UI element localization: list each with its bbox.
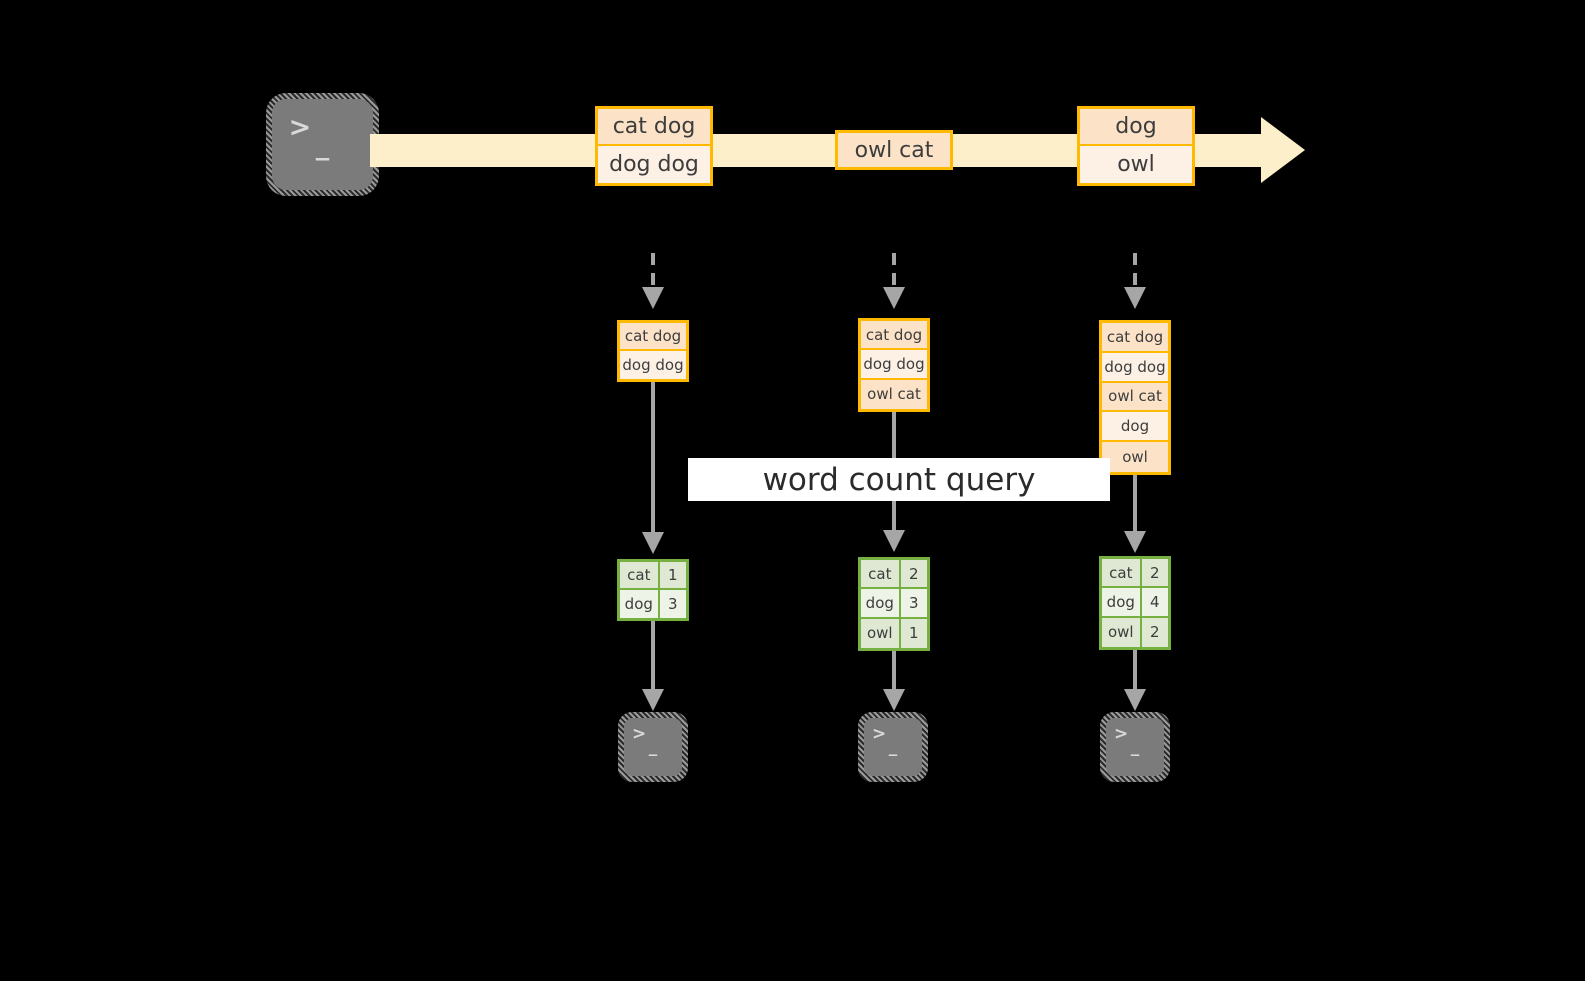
- snapshot-2-sink-line: [892, 651, 896, 691]
- terminal-underscore-icon: _: [1130, 736, 1140, 757]
- snapshot-1-sink-line: [651, 621, 655, 691]
- snapshot-3-accumulated-box: cat dog dog dog owl cat dog owl: [1099, 320, 1171, 475]
- table-row: owl 2: [1102, 617, 1168, 647]
- table-row: dog 4: [1102, 588, 1168, 618]
- input-stream-arrowhead: [1261, 117, 1305, 183]
- stream-batch-1: cat dog dog dog: [595, 106, 713, 186]
- snapshot-3-result-count-2: 4: [1141, 588, 1168, 616]
- stream-batch-3-line-2: owl: [1080, 146, 1192, 183]
- snapshot-3-accumulated-line-4: dog: [1102, 412, 1168, 443]
- snapshot-1-sink-arrowhead: [642, 689, 664, 711]
- snapshot-2-result-word-2: dog: [861, 589, 901, 617]
- snapshot-3-tap-arrowhead: [1124, 287, 1146, 309]
- snapshot-3-result-count-3: 2: [1141, 617, 1168, 647]
- snapshot-2-accumulated-line-1: cat dog: [861, 321, 927, 351]
- snapshot-2-result-table: cat 2 dog 3 owl 1: [858, 557, 930, 651]
- terminal-screen: [624, 718, 682, 776]
- terminal-screen: [272, 99, 373, 190]
- snapshot-1-result-count-2: 3: [659, 590, 686, 618]
- table-row: dog 3: [861, 589, 927, 619]
- terminal-screen: [1106, 718, 1164, 776]
- stream-batch-2: owl cat: [835, 130, 953, 170]
- snapshot-1-query-line: [651, 382, 655, 534]
- terminal-underscore-icon: _: [888, 736, 898, 757]
- snapshot-2-sink-arrowhead: [883, 689, 905, 711]
- snapshot-1-accumulated-line-2: dog dog: [620, 351, 686, 379]
- snapshot-3-query-line: [1133, 475, 1137, 533]
- snapshot-2-result-count-3: 1: [900, 618, 927, 648]
- terminal-underscore-icon: _: [315, 130, 330, 162]
- table-row: cat 2: [861, 560, 927, 590]
- snapshot-2-tap-arrowhead: [883, 287, 905, 309]
- stream-batch-3: dog owl: [1077, 106, 1195, 186]
- snapshot-1-query-arrowhead: [642, 532, 664, 554]
- source-terminal-icon: > _: [266, 93, 379, 196]
- snapshot-2-accumulated-line-2: dog dog: [861, 350, 927, 380]
- snapshot-3-query-arrowhead: [1124, 531, 1146, 553]
- snapshot-3-sink-line: [1133, 650, 1137, 691]
- snapshot-2-result-count-1: 2: [900, 560, 927, 588]
- snapshot-3-accumulated-line-3: owl cat: [1102, 382, 1168, 413]
- snapshot-1-result-word-1: cat: [620, 562, 660, 588]
- stream-batch-1-line-1: cat dog: [598, 109, 710, 146]
- snapshot-1-accumulated-line-1: cat dog: [620, 323, 686, 351]
- snapshot-3-result-word-2: dog: [1102, 588, 1142, 616]
- snapshot-3-sink-terminal-icon: > _: [1100, 712, 1170, 782]
- snapshot-2-result-word-1: cat: [861, 560, 901, 588]
- snapshot-2-accumulated-line-3: owl cat: [861, 379, 927, 409]
- snapshot-3-tap-line: [1133, 253, 1137, 289]
- snapshot-1-result-word-2: dog: [620, 590, 660, 618]
- table-row: cat 2: [1102, 559, 1168, 589]
- snapshot-1-tap-arrowhead: [642, 287, 664, 309]
- snapshot-1-result-table: cat 1 dog 3: [617, 559, 689, 621]
- snapshot-3-accumulated-line-2: dog dog: [1102, 352, 1168, 383]
- stream-batch-1-line-2: dog dog: [598, 146, 710, 183]
- table-row: dog 3: [620, 590, 686, 618]
- table-row: owl 1: [861, 618, 927, 648]
- snapshot-2-tap-line: [892, 253, 896, 289]
- terminal-screen: [864, 718, 922, 776]
- stream-batch-3-line-1: dog: [1080, 109, 1192, 146]
- snapshot-3-result-word-1: cat: [1102, 559, 1142, 587]
- snapshot-3-result-table: cat 2 dog 4 owl 2: [1099, 556, 1171, 650]
- snapshot-2-result-word-3: owl: [861, 618, 901, 648]
- snapshot-2-sink-terminal-icon: > _: [858, 712, 928, 782]
- snapshot-1-sink-terminal-icon: > _: [618, 712, 688, 782]
- terminal-chevron-icon: >: [632, 724, 647, 744]
- snapshot-3-sink-arrowhead: [1124, 689, 1146, 711]
- terminal-chevron-icon: >: [872, 724, 887, 744]
- snapshot-3-result-count-1: 2: [1141, 559, 1168, 587]
- snapshot-2-query-arrowhead: [883, 530, 905, 552]
- terminal-chevron-icon: >: [1114, 724, 1129, 744]
- terminal-underscore-icon: _: [648, 736, 658, 757]
- snapshot-3-accumulated-line-1: cat dog: [1102, 323, 1168, 353]
- snapshot-2-result-count-2: 3: [900, 589, 927, 617]
- snapshot-1-result-count-1: 1: [659, 562, 686, 588]
- snapshot-3-result-word-3: owl: [1102, 617, 1142, 647]
- stream-batch-2-line-1: owl cat: [838, 133, 950, 167]
- terminal-chevron-icon: >: [288, 111, 312, 143]
- snapshot-3-accumulated-line-5: owl: [1102, 442, 1168, 472]
- table-row: cat 1: [620, 562, 686, 590]
- snapshot-1-tap-line: [651, 253, 655, 289]
- snapshot-2-accumulated-box: cat dog dog dog owl cat: [858, 318, 930, 412]
- snapshot-1-accumulated-box: cat dog dog dog: [617, 320, 689, 382]
- query-label-banner: word count query: [688, 458, 1110, 501]
